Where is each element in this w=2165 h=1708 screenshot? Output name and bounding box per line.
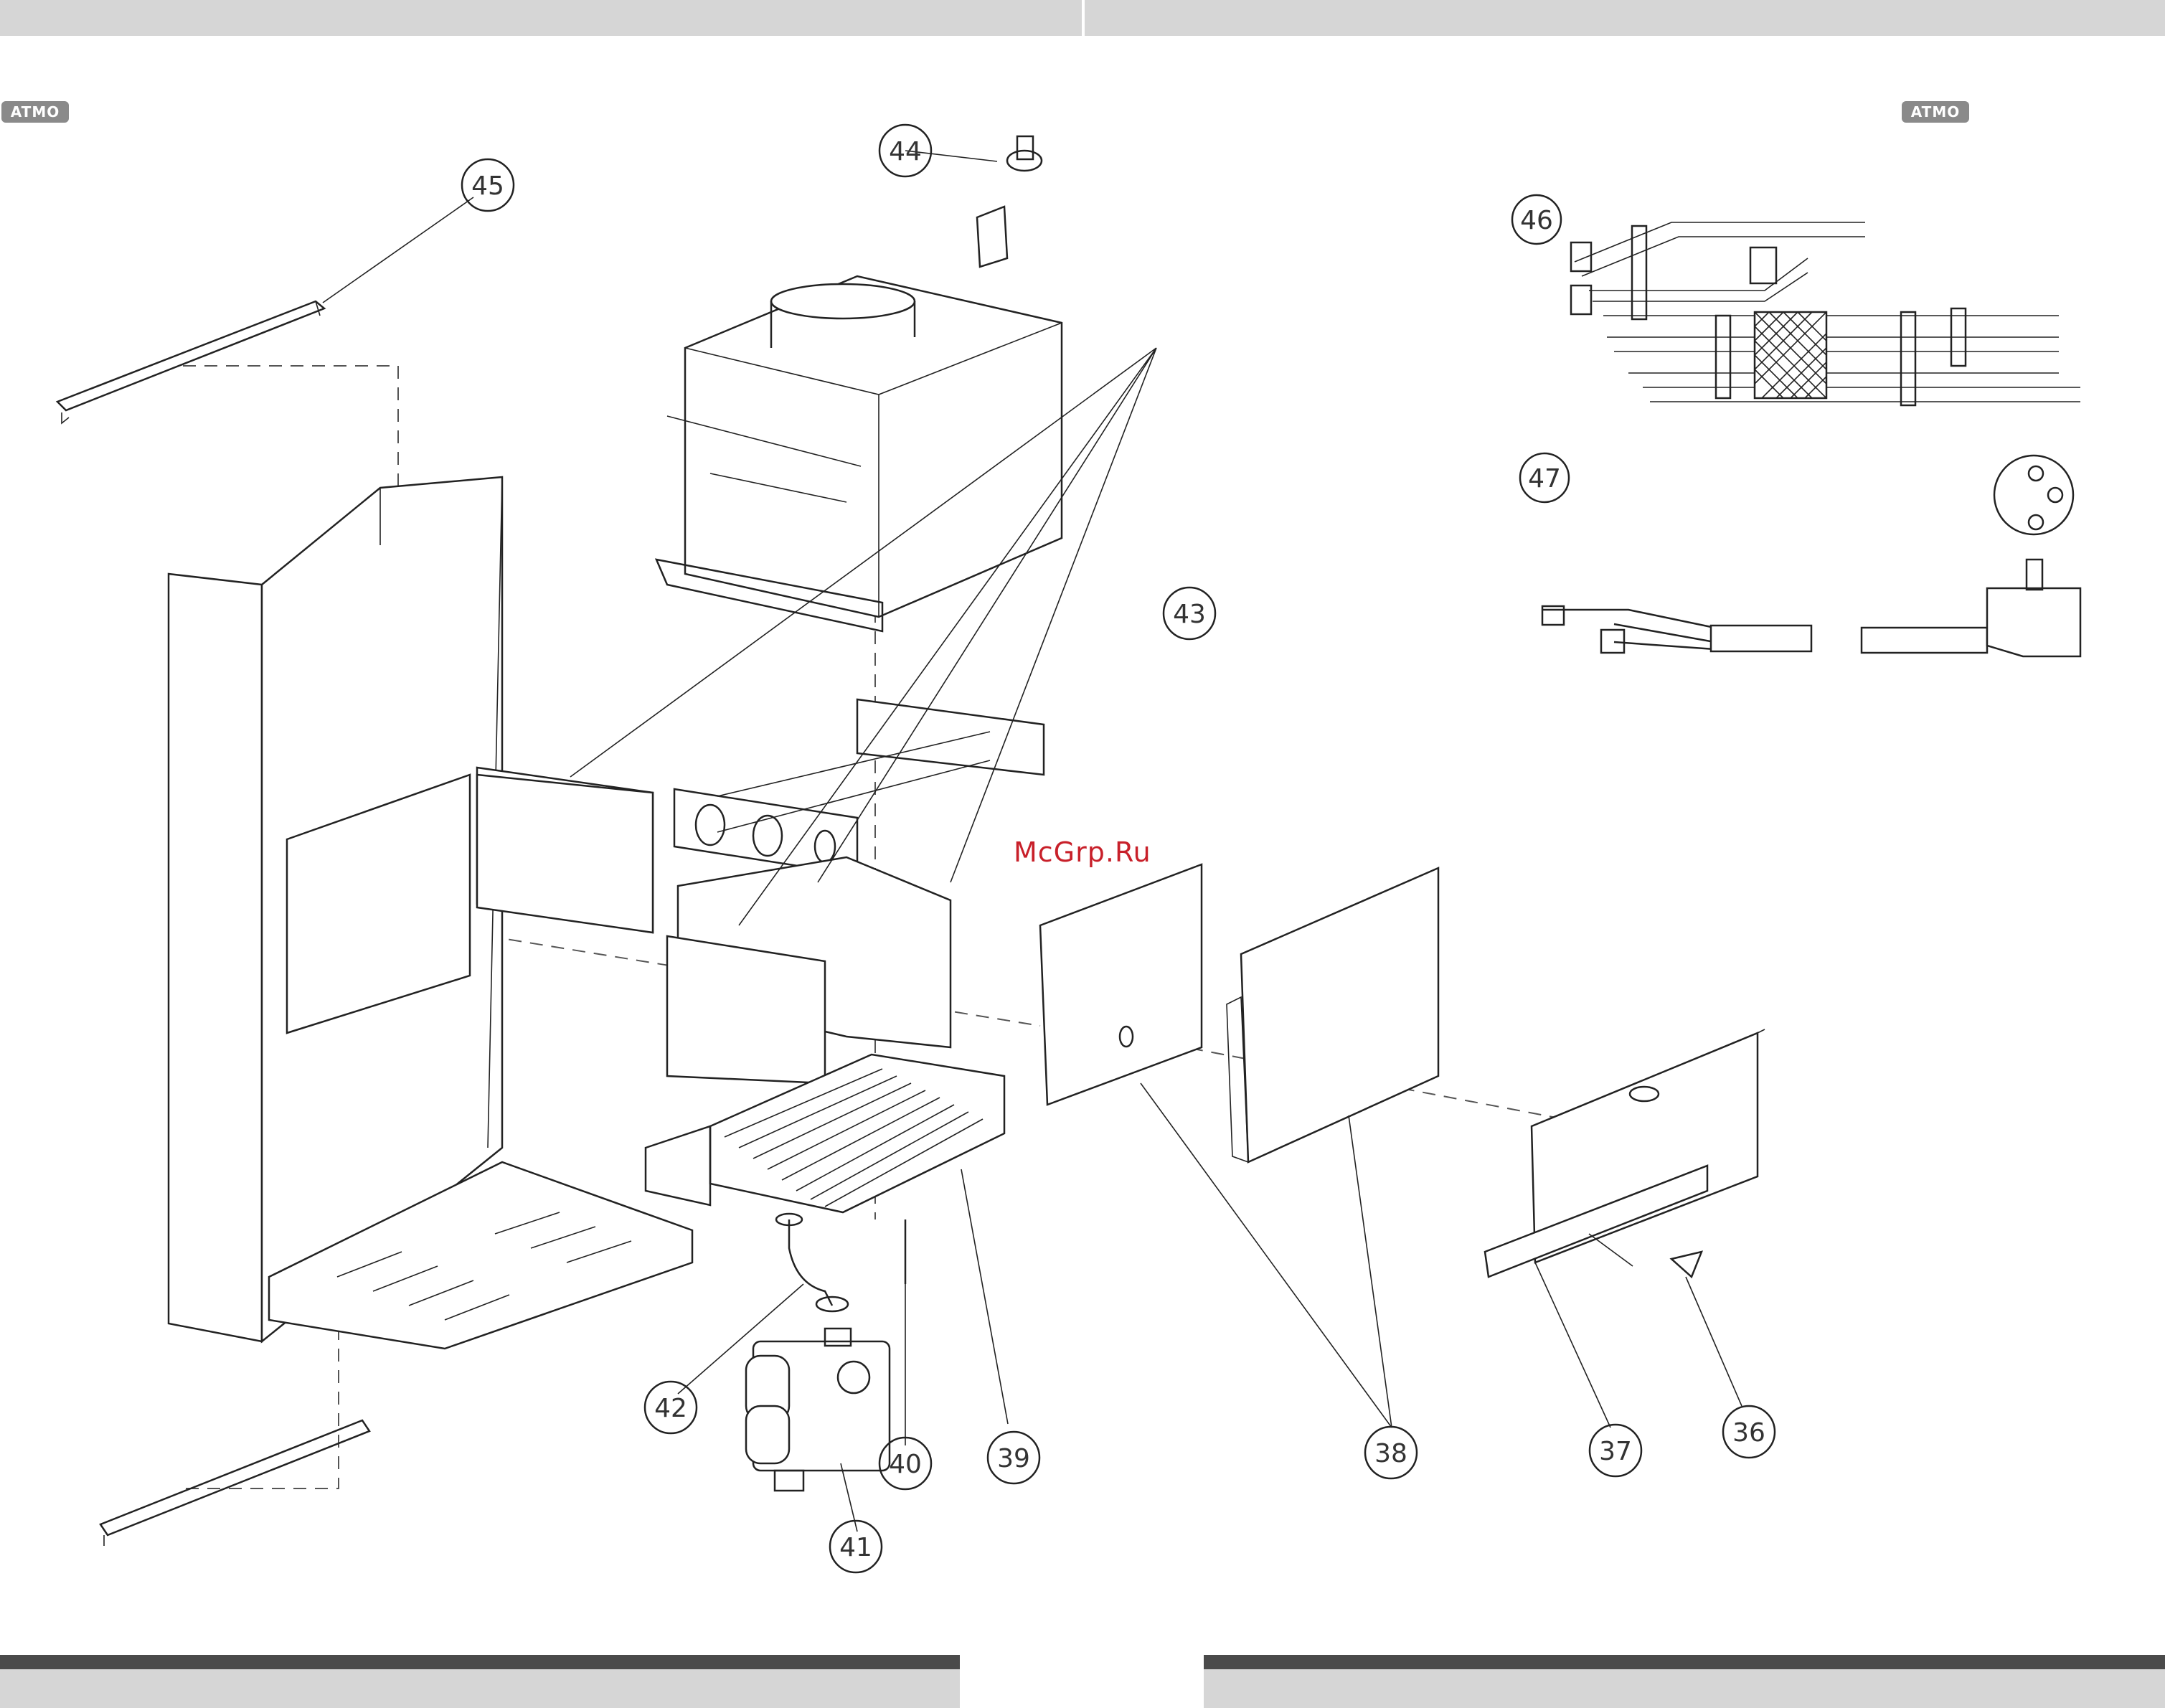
callout-44-label: 44 bbox=[889, 137, 922, 166]
callout-38-label: 38 bbox=[1374, 1439, 1407, 1468]
callout-36: 36 bbox=[1723, 1406, 1775, 1458]
footer-light-bar-left bbox=[0, 1669, 960, 1708]
callout-43: 43 bbox=[1164, 588, 1215, 639]
callout-39-label: 39 bbox=[997, 1444, 1030, 1473]
part-43-heat-exchanger bbox=[667, 699, 1044, 1083]
callout-44: 44 bbox=[879, 125, 931, 176]
bottom-rail bbox=[100, 1420, 369, 1546]
callout-46: 46 bbox=[1512, 195, 1561, 244]
callout-37: 37 bbox=[1590, 1425, 1641, 1476]
callout-47: 47 bbox=[1520, 453, 1569, 502]
side-panel-left bbox=[477, 775, 653, 933]
part-45-top-rail bbox=[57, 301, 324, 423]
watermark-text: McGrp.Ru bbox=[1014, 836, 1151, 868]
callout-45-label: 45 bbox=[471, 171, 504, 201]
callout-41-label: 41 bbox=[839, 1533, 872, 1562]
footer-dark-bar-left bbox=[0, 1655, 960, 1669]
callout-37-label: 37 bbox=[1599, 1437, 1632, 1466]
part-38-front-panels bbox=[1040, 864, 1438, 1162]
callout-41: 41 bbox=[830, 1521, 882, 1572]
callout-42: 42 bbox=[645, 1382, 697, 1433]
callout-46-label: 46 bbox=[1520, 206, 1553, 235]
part-47-power-cord bbox=[1542, 456, 2080, 656]
flue-hood bbox=[656, 276, 1062, 631]
callout-38: 38 bbox=[1365, 1427, 1417, 1478]
part-46-wiring-harness bbox=[1571, 222, 2080, 405]
footer-light-bar-right bbox=[1204, 1669, 2165, 1708]
part-44-sensor bbox=[977, 136, 1042, 267]
callout-36-label: 36 bbox=[1732, 1418, 1765, 1448]
part-37-bottom-cover bbox=[1485, 1029, 1765, 1277]
footer-dark-bar-right bbox=[1204, 1655, 2165, 1669]
part-42-gas-pipe bbox=[776, 1214, 848, 1311]
part-36-cap bbox=[1671, 1252, 1702, 1277]
callout-40-label: 40 bbox=[889, 1450, 922, 1479]
callout-47-label: 47 bbox=[1528, 464, 1561, 494]
callout-43-label: 43 bbox=[1173, 600, 1206, 629]
callout-45: 45 bbox=[462, 159, 514, 211]
callout-42-label: 42 bbox=[654, 1394, 687, 1423]
callout-39: 39 bbox=[988, 1432, 1039, 1483]
part-41-gas-valve bbox=[746, 1329, 890, 1491]
